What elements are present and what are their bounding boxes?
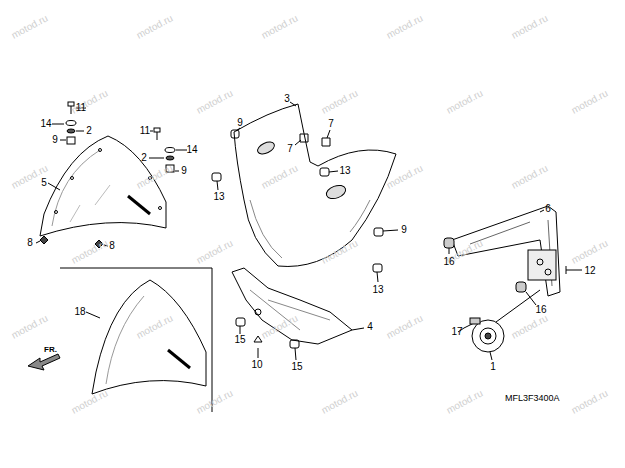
callout-number: 1: [490, 362, 496, 372]
callout-number: 16: [535, 305, 546, 315]
watermark: motod.ru: [195, 238, 235, 265]
callout-number: 15: [234, 335, 245, 345]
callout-number: 4: [367, 322, 373, 332]
callout-number: 2: [141, 153, 147, 163]
callout-number: 16: [443, 257, 454, 267]
watermark: motod.ru: [570, 238, 610, 265]
watermark: motod.ru: [570, 388, 610, 415]
callout-number: 7: [328, 119, 334, 129]
callout-number: 13: [213, 192, 224, 202]
front-marker: FR.: [44, 346, 57, 354]
watermark: motod.ru: [385, 13, 425, 40]
callout-number: 13: [372, 285, 383, 295]
watermark: motod.ru: [570, 88, 610, 115]
watermark: motod.ru: [195, 88, 235, 115]
callout-number: 17: [451, 327, 462, 337]
diagram-code: MFL3F3400A: [505, 394, 560, 403]
watermark: motod.ru: [10, 313, 50, 340]
callout-number: 8: [109, 241, 115, 251]
callout-number: 13: [339, 166, 350, 176]
callout-number: 11: [76, 103, 86, 113]
watermark: motod.ru: [135, 13, 175, 40]
callout-number: 2: [86, 126, 92, 136]
watermark: motod.ru: [510, 163, 550, 190]
callout-number: 5: [41, 178, 47, 188]
watermark: motod.ru: [260, 13, 300, 40]
callout-number: 14: [40, 119, 51, 129]
watermark: motod.ru: [70, 238, 110, 265]
callout-number: 12: [584, 266, 595, 276]
callout-number: 7: [287, 144, 293, 154]
callout-number: 11: [140, 126, 150, 136]
callout-number: 9: [52, 135, 58, 145]
watermark: motod.ru: [445, 388, 485, 415]
watermark: motod.ru: [510, 13, 550, 40]
callout-number: 18: [74, 307, 85, 317]
watermark: motod.ru: [70, 388, 110, 415]
watermark: motod.ru: [445, 88, 485, 115]
callout-number: 6: [545, 204, 551, 214]
watermark: motod.ru: [385, 313, 425, 340]
watermark: motod.ru: [195, 388, 235, 415]
callout-number: 9: [181, 166, 187, 176]
callout-number: 9: [237, 118, 243, 128]
watermark: motod.ru: [510, 313, 550, 340]
callout-number: 9: [401, 225, 407, 235]
callout-number: 8: [27, 238, 33, 248]
watermark: motod.ru: [320, 88, 360, 115]
watermark: motod.ru: [320, 388, 360, 415]
callout-number: 15: [291, 362, 302, 372]
callout-number: 10: [251, 360, 262, 370]
callout-number: 14: [186, 145, 197, 155]
watermark: motod.ru: [10, 13, 50, 40]
callout-number: 3: [284, 94, 290, 104]
